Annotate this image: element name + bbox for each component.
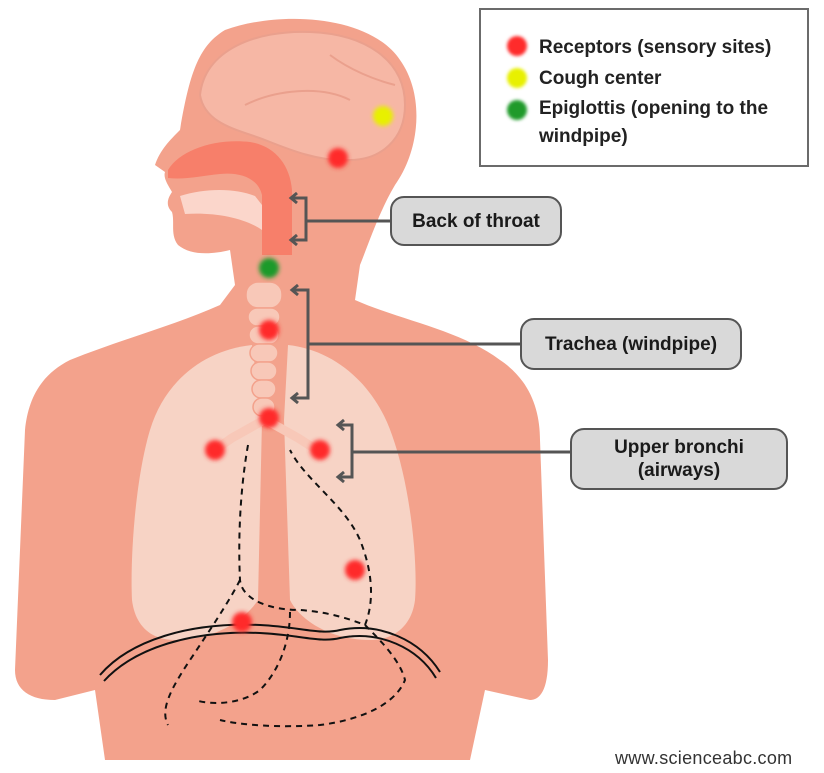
legend-label-epiglottis: Epiglottis (opening to the — [539, 98, 769, 119]
source-url: www.scienceabc.com — [615, 748, 793, 768]
receptor-marker — [345, 560, 365, 580]
callout-bronchi-line1: Upper bronchi — [614, 437, 744, 458]
brackets — [291, 196, 572, 479]
legend-label-receptors: Receptors (sensory sites) — [539, 37, 772, 58]
callout-trachea: Trachea (windpipe) — [520, 318, 742, 370]
bracket-bronchi — [338, 423, 572, 479]
receptor-marker — [328, 148, 348, 168]
receptor-legend-swatch — [507, 36, 527, 56]
oral-cavity — [180, 190, 262, 230]
receptor-marker — [232, 612, 252, 632]
callout-back-of-throat: Back of throat — [390, 196, 562, 246]
left-lung — [131, 345, 262, 640]
nasal-cavity — [168, 141, 292, 255]
cough-center-legend-swatch — [507, 68, 527, 88]
epiglottis-legend-swatch — [507, 100, 527, 120]
epiglottis-marker — [259, 258, 279, 278]
callout-trachea-label: Trachea (windpipe) — [544, 333, 718, 355]
legend-label-epiglottis-line2: windpipe) — [539, 126, 628, 147]
esophagus-outline — [238, 444, 373, 627]
diaphragm — [99, 623, 441, 676]
receptor-marker — [259, 408, 279, 428]
callout-back-of-throat-label: Back of throat — [412, 210, 540, 232]
receptor-marker — [310, 440, 330, 460]
cough-center-marker — [373, 106, 393, 126]
legend-label-cough-center: Cough center — [539, 68, 662, 89]
bracket-back-of-throat — [291, 196, 392, 242]
brain — [198, 30, 407, 162]
bracket-trachea — [292, 288, 522, 400]
arrowheads — [288, 191, 345, 484]
receptor-marker — [205, 440, 225, 460]
right-lung — [284, 345, 416, 640]
brain-fold — [244, 54, 396, 106]
legend: Receptors (sensory sites) Cough center E… — [479, 8, 809, 167]
callout-bronchi-line2: (airways) — [637, 460, 721, 481]
markers — [205, 106, 393, 632]
diaphragm-inner — [103, 631, 437, 682]
callout-upper-bronchi: Upper bronchi (airways) — [570, 428, 788, 490]
receptor-marker — [259, 320, 279, 340]
